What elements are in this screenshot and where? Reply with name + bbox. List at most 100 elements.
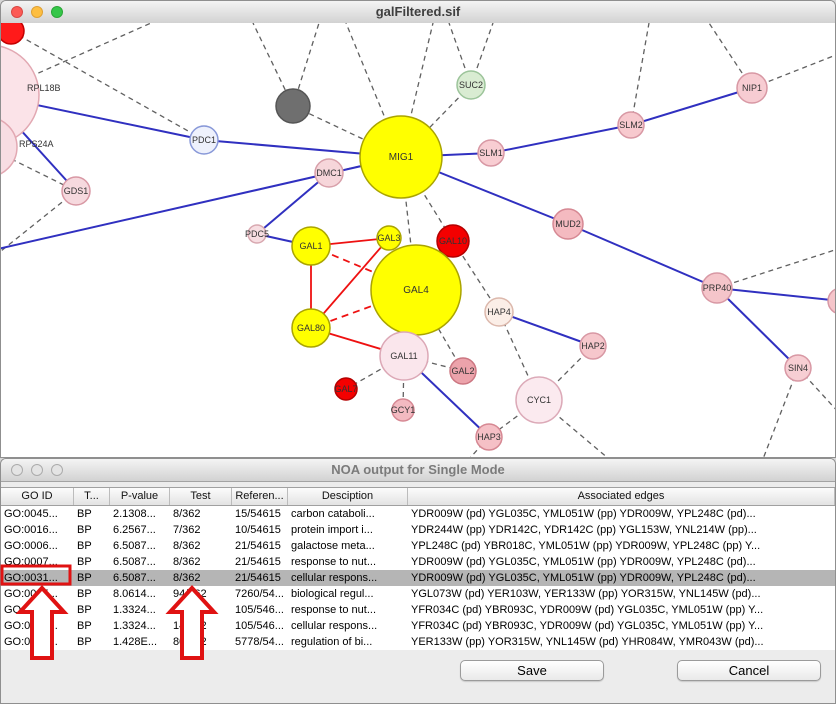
table-cell: GO:0031... [4, 604, 58, 616]
network-edge[interactable] [630, 23, 650, 126]
network-node-MUD2[interactable]: MUD2 [552, 208, 584, 240]
network-node-GAL11[interactable]: GAL11 [379, 331, 429, 381]
table-cell: 8/362 [173, 556, 201, 568]
table-cell: BP [77, 524, 92, 536]
network-edge[interactable] [498, 311, 540, 401]
network-edge[interactable] [310, 237, 390, 329]
network-node-GAL3[interactable]: GAL3 [376, 225, 402, 251]
network-node-HAP3[interactable]: HAP3 [475, 423, 503, 451]
network-node-n_right[interactable] [827, 288, 835, 314]
network-window-titlebar[interactable]: galFiltered.sif [1, 1, 835, 24]
column-header-go-id[interactable]: GO ID [1, 488, 74, 505]
network-node-n_rps24a[interactable] [1, 117, 18, 177]
table-cell: 21/54615 [235, 572, 281, 584]
network-edge[interactable] [1, 190, 77, 252]
close-button[interactable] [11, 464, 23, 476]
network-node-GAL1[interactable]: GAL1 [291, 226, 331, 266]
table-cell: 8.0614... [113, 588, 156, 600]
minimize-button[interactable] [31, 6, 43, 18]
network-node-n_corner_tl[interactable] [1, 23, 25, 45]
table-cell: YFR034C (pd) YBR093C, YDR009W (pd) YGL03… [411, 604, 764, 616]
table-cell: 8/362 [173, 572, 201, 584]
network-node-SLM1[interactable]: SLM1 [477, 139, 505, 167]
network-edge[interactable] [256, 172, 330, 235]
network-node-HAP4[interactable]: HAP4 [484, 297, 514, 327]
network-edge[interactable] [567, 223, 718, 289]
network-node-n_rpl18b[interactable] [1, 45, 40, 145]
network-edge[interactable] [751, 53, 835, 89]
node-label: SLM1 [479, 148, 503, 158]
column-header-pvalue[interactable]: P-value [110, 488, 170, 505]
network-edge[interactable] [498, 311, 594, 347]
network-node-GAL10[interactable]: GAL10 [436, 224, 470, 258]
network-node-n_gray[interactable] [275, 88, 311, 124]
network-node-HAP2[interactable]: HAP2 [579, 332, 607, 360]
column-header-test[interactable]: Test [170, 488, 232, 505]
network-edge[interactable] [345, 23, 402, 158]
network-node-DMC1[interactable]: DMC1 [314, 158, 344, 188]
cancel-button[interactable]: Cancel [677, 660, 821, 681]
table-cell: 105/546... [235, 604, 284, 616]
node-label: MIG1 [389, 152, 414, 163]
network-edge[interactable] [292, 23, 320, 107]
close-button[interactable] [11, 6, 23, 18]
node-label: SLM2 [619, 120, 643, 130]
network-node-GAL4[interactable]: GAL4 [370, 244, 462, 336]
zoom-button[interactable] [51, 6, 63, 18]
network-edge[interactable] [10, 30, 205, 141]
network-edge[interactable] [252, 23, 294, 107]
node-label: GCY1 [391, 405, 416, 415]
save-button[interactable]: Save [460, 660, 604, 681]
column-header-referen[interactable]: Referen... [232, 488, 288, 505]
network-edge[interactable] [716, 287, 835, 302]
network-node-GAL7[interactable]: GAL7 [334, 377, 358, 401]
network-node-GDS1[interactable]: GDS1 [61, 176, 91, 206]
network-edge[interactable] [763, 367, 799, 457]
zoom-button[interactable] [51, 464, 63, 476]
table-cell: GO:0045... [4, 508, 58, 520]
node-label: GAL11 [390, 351, 417, 361]
network-node-SIN4[interactable]: SIN4 [784, 354, 812, 382]
network-edge[interactable] [716, 248, 835, 289]
network-node-PDC1[interactable]: PDC1 [189, 125, 219, 155]
table-cell: 94/362 [173, 588, 207, 600]
network-node-CYC1[interactable]: CYC1 [515, 376, 563, 424]
table-cell: BP [77, 508, 92, 520]
window-title: NOA output for Single Mode [331, 462, 505, 477]
table-cell: 6.5087... [113, 572, 156, 584]
network-node-MIG1[interactable]: MIG1 [359, 115, 443, 199]
network-node-GAL80[interactable]: GAL80 [291, 308, 331, 348]
network-node-GAL2[interactable]: GAL2 [449, 357, 477, 385]
minimize-button[interactable] [31, 464, 43, 476]
network-node-GCY1[interactable]: GCY1 [391, 398, 416, 422]
column-header-associated-edges[interactable]: Associated edges [408, 488, 835, 505]
noa-window-titlebar[interactable]: NOA output for Single Mode [1, 459, 835, 482]
network-node-PRP40[interactable]: PRP40 [701, 272, 733, 304]
table-cell: BP [77, 572, 92, 584]
column-header-t[interactable]: T... [74, 488, 110, 505]
network-node-SLM2[interactable]: SLM2 [617, 111, 645, 139]
network-node-NIP1[interactable]: NIP1 [736, 72, 768, 104]
network-edge[interactable] [415, 289, 464, 372]
network-edge[interactable] [716, 287, 799, 369]
network-edge[interactable] [490, 124, 632, 154]
network-edge[interactable] [630, 87, 753, 126]
network-edge[interactable] [538, 399, 609, 457]
network-node-SUC2[interactable]: SUC2 [456, 70, 486, 100]
table-cell: 8/362 [173, 540, 201, 552]
network-edge[interactable] [1, 147, 77, 192]
network-node-PDC5[interactable]: PDC5 [245, 224, 269, 244]
column-header-desciption[interactable]: Desciption [288, 488, 408, 505]
